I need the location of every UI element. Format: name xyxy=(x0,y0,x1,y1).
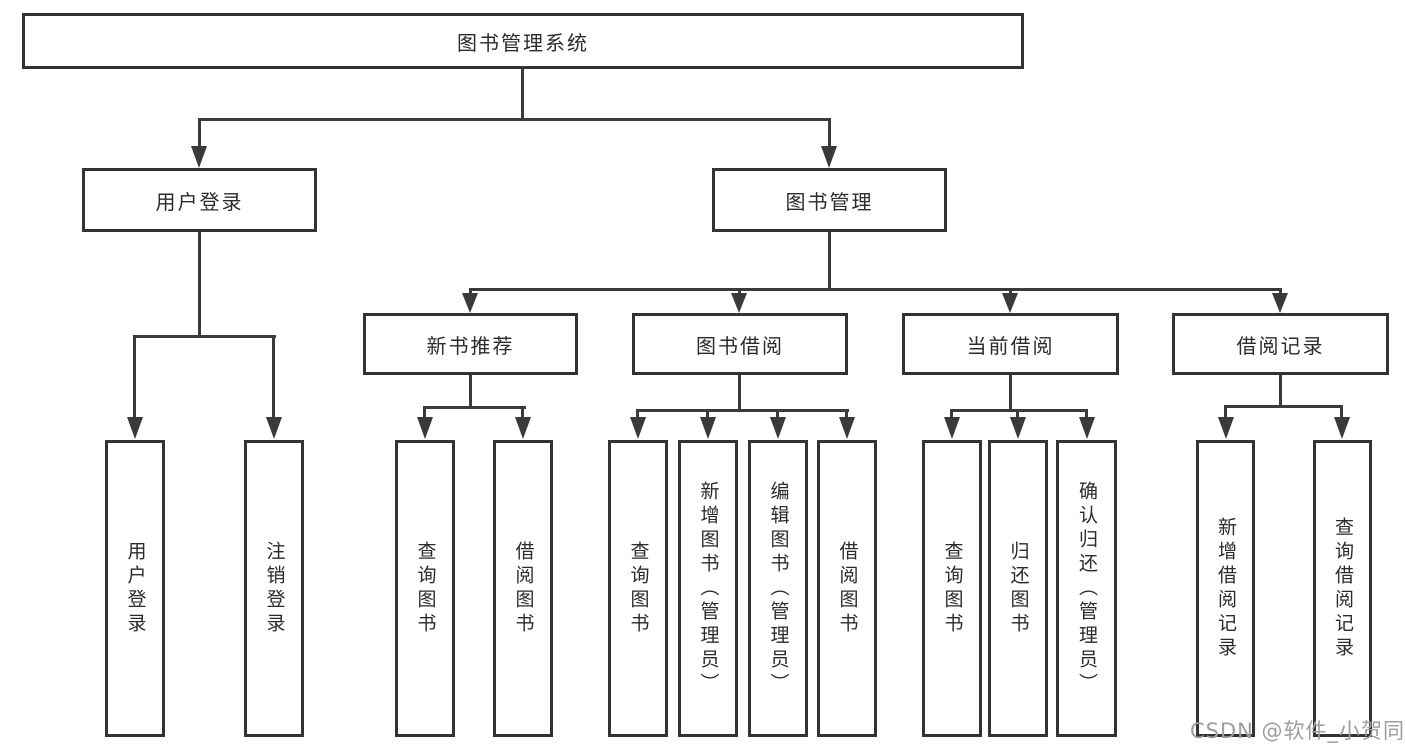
leaf-label: 借阅图书 xyxy=(512,540,535,637)
node-new-book-recommend: 新书推荐 xyxy=(363,313,578,375)
connector-line xyxy=(469,288,1282,291)
connector-line xyxy=(198,232,201,338)
arrow-down-icon xyxy=(1334,417,1350,439)
node-label: 借阅记录 xyxy=(1236,333,1325,358)
connector-line xyxy=(738,375,741,412)
arrow-down-icon xyxy=(1218,417,1234,439)
arrow-down-icon xyxy=(1079,417,1095,439)
connector-line xyxy=(636,409,639,419)
arrow-down-icon xyxy=(462,293,478,313)
connector-line xyxy=(1009,375,1012,412)
leaf-borrow-books-borrow: 借阅图书 xyxy=(817,440,877,737)
arrow-down-icon xyxy=(630,417,646,439)
connector-line xyxy=(636,409,849,412)
connector-line xyxy=(272,335,275,419)
connector-line xyxy=(706,409,709,419)
node-label: 图书管理 xyxy=(785,189,874,214)
connector-line xyxy=(133,335,136,419)
connector-line xyxy=(423,406,526,409)
leaf-confirm-return-admin: 确认归还（管理员） xyxy=(1056,440,1117,737)
arrow-down-icon xyxy=(1002,293,1018,313)
leaf-label: 用户登录 xyxy=(124,540,147,637)
leaf-query-books-current: 查询图书 xyxy=(922,440,982,737)
connector-line xyxy=(1279,288,1282,296)
connector-line xyxy=(423,406,426,419)
leaf-edit-books-admin: 编辑图书（管理员） xyxy=(748,440,808,737)
connector-line xyxy=(133,335,276,338)
leaf-add-books-admin: 新增图书（管理员） xyxy=(678,440,738,737)
connector-line xyxy=(1340,405,1343,419)
arrow-down-icon xyxy=(821,146,837,168)
leaf-return-books: 归还图书 xyxy=(988,440,1048,737)
connector-line xyxy=(950,409,953,419)
leaf-label: 归还图书 xyxy=(1007,540,1030,637)
leaf-user-login: 用户登录 xyxy=(105,440,165,737)
connector-line xyxy=(1224,405,1227,419)
connector-line xyxy=(469,375,472,409)
connector-line xyxy=(1224,405,1343,408)
node-label: 图书借阅 xyxy=(696,333,784,358)
connector-line xyxy=(521,406,524,419)
connector-line xyxy=(845,409,848,419)
leaf-label: 查询图书 xyxy=(414,540,437,637)
connector-line xyxy=(198,118,201,148)
leaf-label: 查询图书 xyxy=(627,540,650,637)
leaf-query-books-recommend: 查询图书 xyxy=(395,440,455,737)
connector-line xyxy=(828,232,831,291)
arrow-down-icon xyxy=(839,417,855,439)
leaf-label: 查询借阅记录 xyxy=(1332,516,1354,661)
arrow-down-icon xyxy=(127,417,143,439)
node-borrow-records: 借阅记录 xyxy=(1172,313,1389,375)
leaf-label: 借阅图书 xyxy=(836,540,859,637)
node-root-library-system: 图书管理系统 xyxy=(22,13,1024,69)
leaf-query-borrow-record: 查询借阅记录 xyxy=(1313,440,1372,737)
connector-line xyxy=(469,288,472,296)
connector-line xyxy=(1085,409,1088,419)
leaf-label: 新增借阅记录 xyxy=(1215,516,1237,661)
arrow-down-icon xyxy=(266,417,282,439)
node-label: 当前借阅 xyxy=(966,333,1055,358)
leaf-label: 注销登录 xyxy=(263,540,286,637)
arrow-down-icon xyxy=(191,146,207,168)
node-current-borrow: 当前借阅 xyxy=(902,313,1119,375)
leaf-label: 查询图书 xyxy=(941,540,964,637)
connector-line xyxy=(521,69,524,121)
connector-line xyxy=(1279,375,1282,408)
connector-line xyxy=(776,409,779,419)
node-label: 用户登录 xyxy=(155,189,244,214)
leaf-label: 新增图书（管理员） xyxy=(697,480,720,697)
connector-line xyxy=(198,118,831,121)
connector-line xyxy=(1009,288,1012,296)
leaf-label: 编辑图书（管理员） xyxy=(767,480,790,697)
arrow-down-icon xyxy=(1010,417,1026,439)
node-book-management: 图书管理 xyxy=(712,168,947,232)
connector-line xyxy=(828,118,831,148)
leaf-logout-login: 注销登录 xyxy=(244,440,304,737)
connector-line xyxy=(950,409,1088,412)
arrow-down-icon xyxy=(1272,293,1288,313)
node-user-login: 用户登录 xyxy=(82,168,317,232)
arrow-down-icon xyxy=(700,417,716,439)
arrow-down-icon xyxy=(515,417,531,439)
leaf-add-borrow-record: 新增借阅记录 xyxy=(1196,440,1255,737)
node-book-borrow: 图书借阅 xyxy=(632,313,848,375)
connector-line xyxy=(738,288,741,296)
node-label: 图书管理系统 xyxy=(457,30,589,55)
arrow-down-icon xyxy=(417,417,433,439)
csdn-watermark: CSDN @软件_小贺同学 xyxy=(1190,719,1405,743)
leaf-label: 确认归还（管理员） xyxy=(1076,480,1098,697)
leaf-borrow-books-recommend: 借阅图书 xyxy=(493,440,553,737)
arrow-down-icon xyxy=(731,293,747,313)
connector-line xyxy=(1016,409,1019,419)
arrow-down-icon xyxy=(770,417,786,439)
arrow-down-icon xyxy=(944,417,960,439)
leaf-query-books-borrow: 查询图书 xyxy=(608,440,668,737)
node-label: 新书推荐 xyxy=(426,333,515,358)
